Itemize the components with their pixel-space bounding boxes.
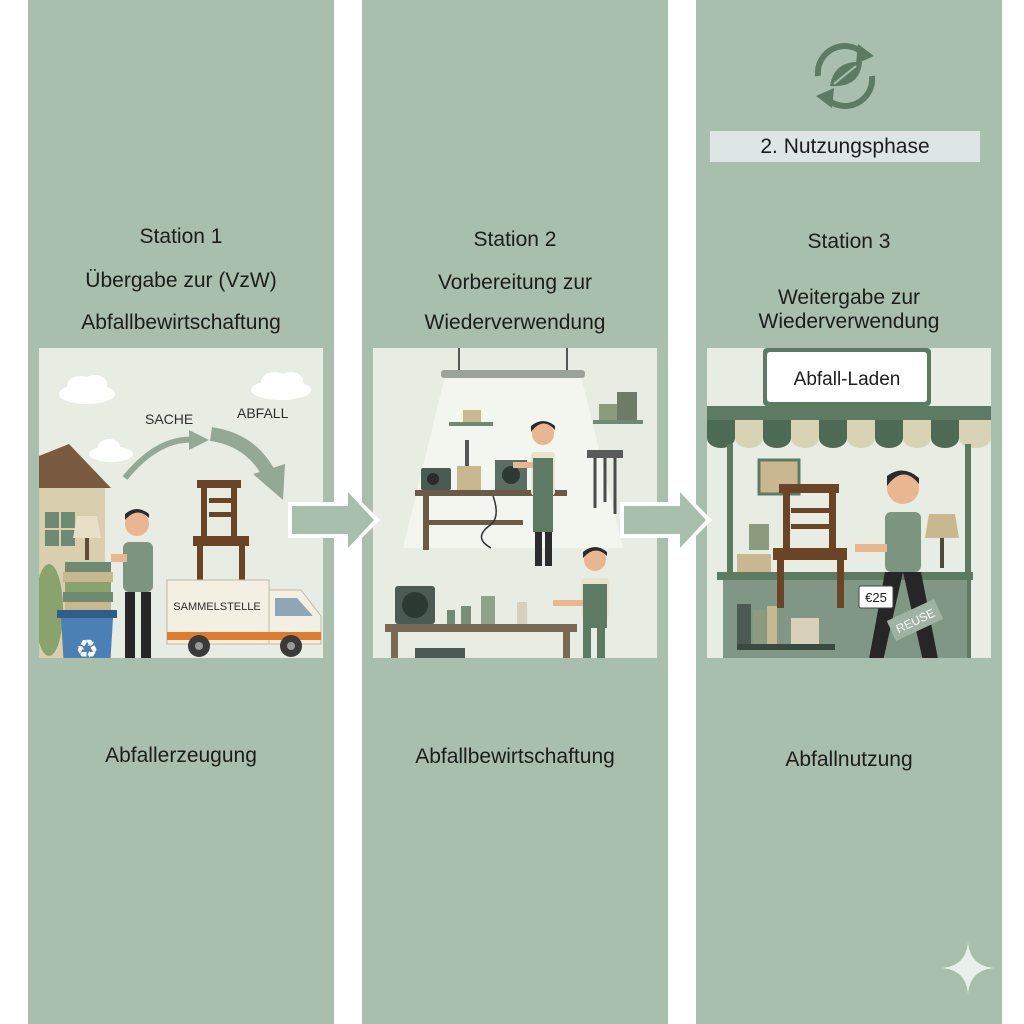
station-2-illustration <box>373 348 657 658</box>
cloud-icon <box>59 375 115 404</box>
station-1-column: Station 1 Übergabe zur (VzW) Abfallbewir… <box>28 0 334 1024</box>
repair-workshop-scene <box>385 348 643 658</box>
phase-label: 2. Nutzungsphase <box>710 131 980 162</box>
recycle-leaf-icon <box>800 40 890 112</box>
sparkle-icon <box>940 940 996 996</box>
book-stack-illustration <box>63 562 113 610</box>
curved-arrow-icon <box>122 436 198 480</box>
chair-illustration <box>193 480 249 582</box>
station-3-column: Station 3 Weitergabe zur Wiederverwendun… <box>696 0 1002 1024</box>
reuse-shop-scene: Abfall-Laden <box>707 348 991 658</box>
station-1-title-line-1: Übergabe zur (VzW) <box>85 269 277 292</box>
recycling-symbol-icon: ♻ <box>75 634 98 658</box>
truck-illustration: SAMMELSTELLE <box>166 579 322 657</box>
shop-awning-illustration <box>707 406 991 448</box>
station-2-title-line-1: Vorbereitung zur <box>437 271 593 294</box>
cloud-icon <box>89 439 133 462</box>
truck-label: SAMMELSTELLE <box>173 601 260 613</box>
station-2-footer: Abfallbewirtschaftung <box>415 745 615 768</box>
sache-label: SACHE <box>145 411 193 427</box>
station-2-heading: Station 2 <box>473 228 557 251</box>
ceiling-lamp-illustration <box>441 370 585 378</box>
price-tag-label: €25 <box>865 590 887 605</box>
station-3-heading: Station 3 <box>807 230 891 253</box>
lamp-illustration <box>73 516 101 560</box>
station-1-title-line-2: Abfallbewirtschaftung <box>81 311 281 334</box>
recycling-bin-illustration: ♻ <box>57 610 117 658</box>
worker-illustration <box>513 421 555 566</box>
spray-bottle-illustration <box>481 596 495 624</box>
person-illustration <box>111 509 153 658</box>
worker-illustration <box>553 547 609 658</box>
station-3-illustration: Abfall-Laden <box>707 348 991 658</box>
abfall-label: ABFALL <box>237 405 289 421</box>
shop-sign <box>767 352 927 402</box>
station-3-title-line-2: Wiederverwendung <box>758 310 940 333</box>
chair-illustration <box>773 484 847 608</box>
shop-sign-label: Abfall-Laden <box>794 369 901 390</box>
station-3-footer: Abfallnutzung <box>785 748 913 771</box>
station-1-heading: Station 1 <box>139 225 223 248</box>
arrow-right-icon <box>618 482 716 558</box>
waste-handover-scene: SACHE ABFALL ♻ <box>39 372 322 658</box>
lamp-illustration <box>925 514 959 568</box>
station-1-footer: Abfallerzeugung <box>105 744 257 767</box>
bush-illustration <box>39 564 63 656</box>
station-3-title-line-1: Weitergabe zur <box>777 286 921 309</box>
svg-text:♻: ♻ <box>75 634 98 658</box>
arrow-right-icon <box>286 482 384 558</box>
station-2-column: Station 2 Vorbereitung zur Wiederverwend… <box>362 0 668 1024</box>
station-2-title-line-2: Wiederverwendung <box>424 311 606 334</box>
station-1-illustration: SACHE ABFALL ♻ <box>39 348 323 658</box>
cloud-icon <box>251 372 311 400</box>
hanging-tools-illustration <box>593 456 617 514</box>
